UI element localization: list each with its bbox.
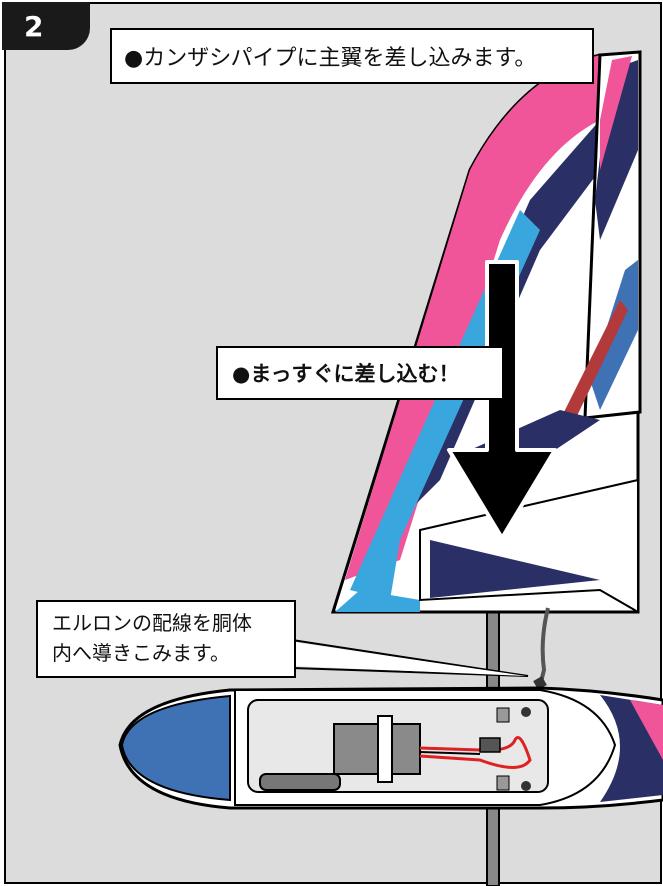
insert-direction-arrow: [447, 260, 557, 540]
fuselage-nose: [120, 694, 231, 802]
step-number-badge: 2: [2, 2, 90, 50]
wiring-text-line1: エルロンの配線を胴体: [52, 611, 252, 635]
wiring-text-line2: 内へ導きこみます。: [52, 641, 230, 665]
straight-insert-text: ●まっすぐに差し込む！: [232, 362, 460, 386]
instruction-text: ●カンザシパイプに主翼を差し込みます。: [124, 46, 537, 71]
wing-blue-lower: [335, 590, 420, 612]
fuselage: [118, 686, 663, 810]
aileron-wire: [538, 607, 550, 687]
straight-insert-callout: ●まっすぐに差し込む！: [216, 346, 504, 400]
receiver: [259, 773, 341, 791]
wiring-callout: エルロンの配線を胴体 内へ導きこみます。: [36, 600, 296, 678]
step-number: 2: [24, 9, 44, 43]
instruction-callout: ●カンザシパイプに主翼を差し込みます。: [110, 28, 594, 84]
